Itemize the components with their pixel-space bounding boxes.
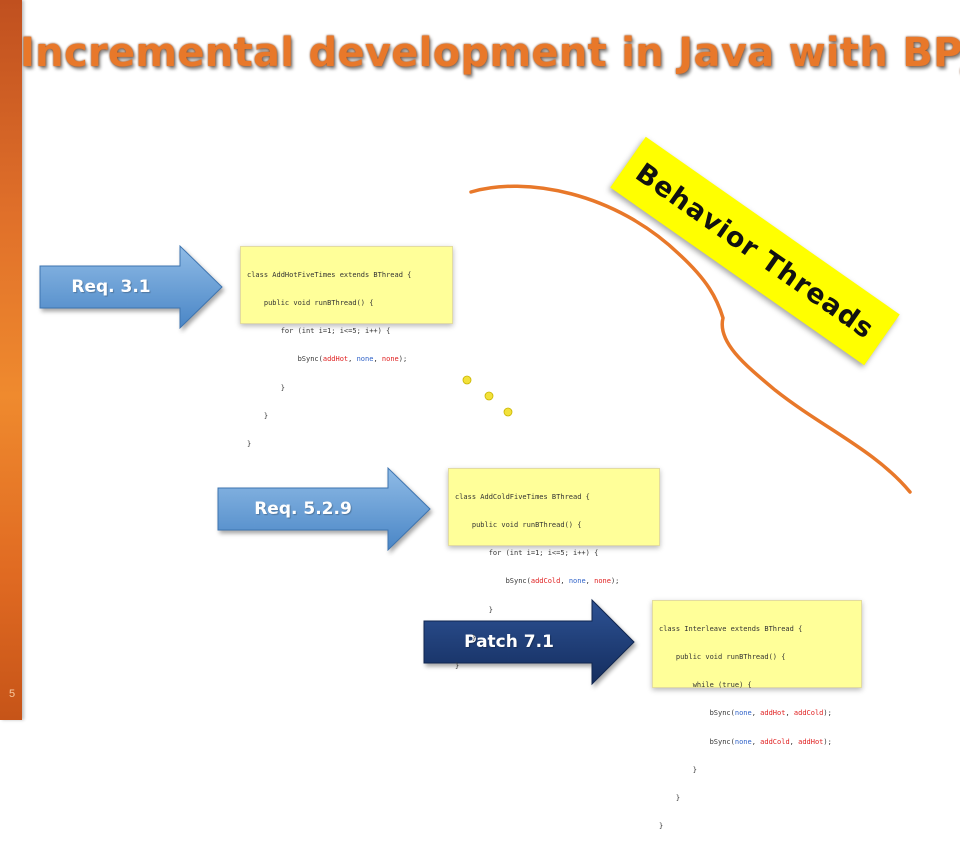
- slide-side-bar: [0, 0, 22, 720]
- code-line: for (int i=1; i<=5; i++) {: [247, 327, 391, 336]
- slide-number: 5: [9, 688, 16, 700]
- slide-title: Incremental development in Java with BPJ: [20, 30, 960, 76]
- req-5-2-9-arrow[interactable]: Req. 5.2.9: [214, 466, 432, 552]
- code-line: bSync(addCold, none, none);: [455, 577, 620, 586]
- code-line: }: [455, 662, 460, 671]
- arrow-label: Req. 3.1: [71, 277, 151, 297]
- code-line: }: [659, 794, 681, 803]
- arrow-shape: [39, 244, 223, 330]
- code-line: bSync(none, addHot, addCold);: [659, 709, 832, 718]
- code-line: for (int i=1; i<=5; i++) {: [455, 549, 599, 558]
- ellipsis-dots: [462, 375, 513, 417]
- code-line: }: [455, 633, 477, 642]
- code-line: }: [247, 440, 252, 449]
- curly-brace: [469, 184, 912, 494]
- code-line: public void runBThread() {: [247, 299, 374, 308]
- req-3-1-arrow[interactable]: Req. 3.1: [36, 244, 224, 330]
- code-block-add-cold: class AddColdFiveTimes BThread { public …: [448, 468, 660, 670]
- code-line: class AddColdFiveTimes BThread {: [455, 492, 590, 501]
- code-line: bSync(addHot, none, none);: [247, 355, 408, 364]
- arrow-label: Patch 7.1: [464, 632, 554, 652]
- arrow-label: Req. 5.2.9: [254, 499, 352, 519]
- arrow-shape: [217, 466, 431, 552]
- code-line: }: [247, 411, 269, 420]
- code-block-interleave: class Interleave extends BThread { publi…: [652, 600, 862, 830]
- code-block-add-hot: class AddHotFiveTimes extends BThread { …: [240, 246, 453, 448]
- code-line: }: [247, 383, 285, 392]
- code-line: while (true) {: [659, 681, 752, 690]
- code-line: public void runBThread() {: [455, 521, 582, 530]
- code-line: }: [455, 605, 493, 614]
- code-line: class AddHotFiveTimes extends BThread {: [247, 270, 412, 279]
- code-line: bSync(none, addCold, addHot);: [659, 737, 832, 746]
- arrow-shape: [423, 598, 635, 686]
- patch-7-1-arrow[interactable]: Patch 7.1: [420, 598, 636, 686]
- code-line: public void runBThread() {: [659, 653, 786, 662]
- code-line: }: [659, 822, 664, 831]
- code-line: }: [659, 765, 697, 774]
- code-line: class Interleave extends BThread {: [659, 624, 803, 633]
